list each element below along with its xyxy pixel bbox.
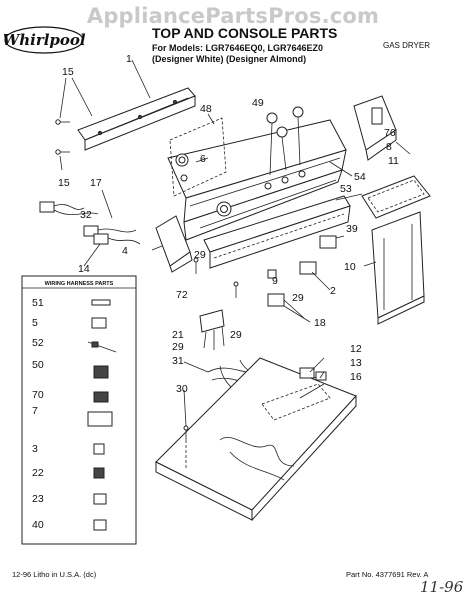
callout-12: 12 (350, 343, 362, 355)
callout-15b: 15 (58, 177, 70, 189)
product-type: GAS DRYER (383, 41, 430, 50)
callout-39: 39 (346, 223, 358, 235)
watermark: AppliancePartsPros.com (86, 4, 380, 28)
brand-logo: Whirlpool (4, 26, 86, 54)
callout-31: 31 (172, 355, 184, 367)
callout-14: 14 (78, 263, 90, 275)
wiring-harness-legend: WIRING HARNESS PARTS (21, 275, 137, 545)
callout-9: 9 (272, 275, 278, 287)
callout-76: 76 (384, 127, 396, 139)
callout-15a: 15 (62, 66, 74, 78)
console-end-cap-left (155, 215, 193, 273)
callout-16: 16 (350, 371, 362, 383)
callout-6: 6 (200, 153, 206, 165)
callout-2: 2 (330, 285, 336, 297)
handwritten-date: 11-96 (420, 578, 464, 596)
callout-29b: 29 (292, 292, 304, 304)
wiring-assemblies (39, 201, 141, 245)
lint-filter-housing (371, 211, 425, 325)
legend-label-40: 40 (32, 519, 44, 531)
console-end-cap-right (353, 95, 397, 161)
legend-label-52: 52 (32, 337, 44, 349)
control-panel (203, 195, 351, 269)
callout-17: 17 (90, 177, 102, 189)
rear-bracket (77, 87, 196, 151)
legend-label-5: 5 (32, 317, 38, 329)
cabinet-top (155, 357, 357, 522)
page-title: TOP AND CONSOLE PARTS (152, 25, 338, 41)
legend-title: WIRING HARNESS PARTS (45, 281, 114, 287)
legend-label-22: 22 (32, 467, 44, 479)
callout-11: 11 (388, 155, 399, 167)
legend-label-23: 23 (32, 493, 44, 505)
callout-49: 49 (252, 97, 264, 109)
rear-screws (55, 77, 93, 171)
knobs (266, 106, 304, 176)
callout-54: 54 (354, 171, 366, 183)
legend-parts (87, 299, 117, 531)
callout-48: 48 (200, 103, 212, 115)
callout-1: 1 (126, 53, 132, 65)
terminal-block (199, 309, 225, 350)
legend-label-7: 7 (32, 405, 38, 417)
callout-labels: 15 1 48 49 76 8 11 6 54 53 17 15 32 39 4… (32, 53, 399, 531)
callout-32: 32 (80, 209, 92, 221)
timer-knob-group (169, 117, 227, 197)
callout-29a: 29 (194, 249, 206, 261)
callout-8: 8 (386, 141, 392, 153)
leader-lines (83, 59, 411, 427)
callout-4: 4 (122, 245, 128, 257)
callout-29d: 29 (230, 329, 242, 341)
legend-label-70: 70 (32, 389, 44, 401)
legend-label-3: 3 (32, 443, 38, 455)
callout-10: 10 (344, 261, 356, 273)
callout-72: 72 (176, 289, 188, 301)
legend-label-51: 51 (32, 297, 44, 309)
brand-logo-text: Whirlpool (4, 31, 86, 49)
switches (267, 235, 337, 319)
callout-21: 21 (172, 329, 184, 341)
legend-label-50: 50 (32, 359, 44, 371)
callout-53: 53 (340, 183, 352, 195)
colors-line: (Designer White) (Designer Almond) (152, 54, 307, 64)
footer-part-number: Part No. 4377691 Rev. A (346, 570, 429, 579)
mounting-screws (183, 257, 239, 470)
footer-print-info: 12-96 Litho in U.S.A. (dc) (12, 570, 97, 579)
callout-13: 13 (350, 357, 362, 369)
models-line: For Models: LGR7646EQ0, LGR7646EZ0 (152, 43, 324, 53)
callout-18: 18 (314, 317, 326, 329)
lint-screen-cover (361, 175, 431, 219)
callout-30: 30 (176, 383, 188, 395)
callout-29c: 29 (172, 341, 184, 353)
